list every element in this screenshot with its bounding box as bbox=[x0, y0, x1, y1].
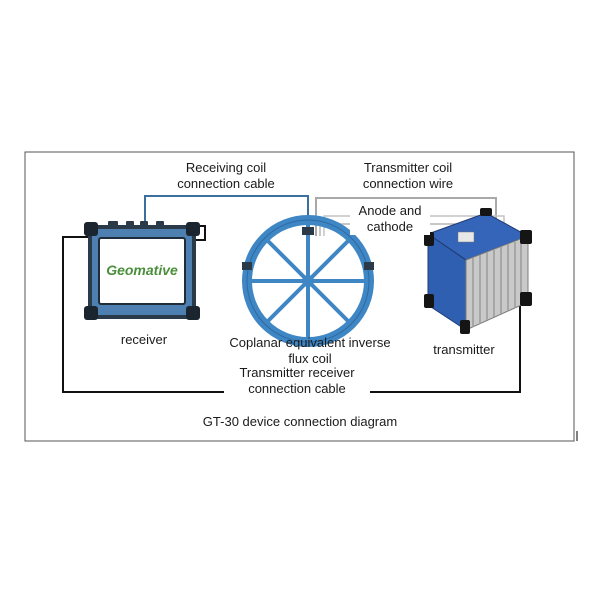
transmitter-coil-wire-label: Transmitter coil connection wire bbox=[348, 160, 468, 192]
coil-label-line2: flux coil bbox=[288, 351, 332, 366]
coil-label-line1: Coplanar equivalent inverse bbox=[229, 335, 391, 350]
receiver-device-icon bbox=[84, 221, 200, 320]
transmitter-coil-wire-label-line2: connection wire bbox=[362, 176, 454, 191]
anode-cathode-label: Anode and cathode bbox=[350, 203, 430, 235]
tx-rx-cable-label: Transmitter receiver connection cable bbox=[224, 365, 370, 397]
receiving-coil-cable-label: Receiving coil connection cable bbox=[166, 160, 286, 192]
coil-label: Coplanar equivalent inverse flux coil bbox=[224, 335, 396, 367]
coil-icon bbox=[242, 215, 374, 347]
transmitter-label: transmitter bbox=[433, 342, 495, 357]
tx-rx-cable-label-line2: connection cable bbox=[248, 381, 346, 396]
diagram-caption: GT-30 device connection diagram bbox=[202, 414, 398, 429]
anode-cathode-label-line1: Anode and bbox=[358, 203, 422, 218]
receiver-right-cable bbox=[190, 225, 206, 241]
receiving-coil-cable-label-line2: connection cable bbox=[177, 176, 275, 191]
receiving-coil-cable-label-line1: Receiving coil bbox=[185, 160, 267, 175]
tx-rx-cable-label-line1: Transmitter receiver bbox=[239, 365, 355, 380]
diagram-frame bbox=[24, 151, 575, 442]
receiver-brand-logo: Geomative bbox=[106, 262, 178, 278]
anode-cathode-label-line2: cathode bbox=[366, 219, 414, 234]
transmitter-device-icon bbox=[424, 208, 532, 334]
receiver-label: receiver bbox=[120, 332, 168, 347]
transmitter-coil-wire-label-line1: Transmitter coil bbox=[363, 160, 453, 175]
